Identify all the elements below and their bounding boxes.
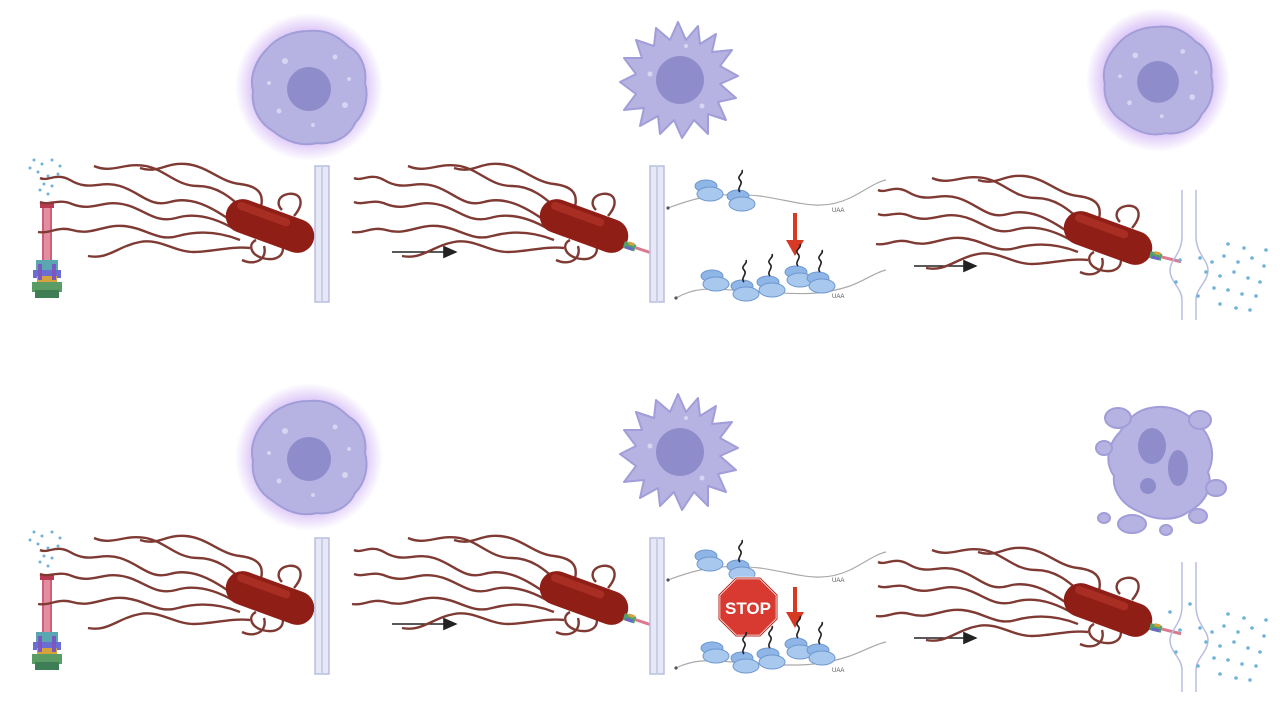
injectisome-icon — [32, 574, 62, 670]
bacterium — [350, 534, 635, 636]
bacterium — [350, 162, 635, 264]
host-membrane — [314, 165, 330, 303]
ribosome — [694, 179, 724, 202]
stop-sign-label: STOP — [725, 599, 771, 618]
stop-codon-label: UAA — [832, 668, 844, 674]
stop-sign-icon: STOP — [717, 576, 779, 638]
released-particles — [1174, 242, 1268, 312]
mrna-translation-bottom: UAA — [674, 615, 887, 674]
macrophage-cell — [1102, 25, 1214, 136]
row-2: UAA STOP UAA — [28, 383, 1268, 692]
stop-codon-label: UAA — [832, 294, 844, 300]
dendritic-cell — [619, 393, 739, 511]
injectisome-icon — [32, 202, 62, 298]
row-1: UAA UAA — [28, 8, 1268, 320]
bacterium — [36, 534, 321, 636]
red-down-arrow — [786, 213, 804, 256]
mrna-translation-top: UAA — [666, 169, 887, 214]
dendritic-cell — [619, 21, 739, 139]
red-down-arrow — [786, 587, 804, 628]
stop-codon-label: UAA — [832, 208, 844, 214]
host-membrane — [649, 165, 665, 303]
host-membrane — [314, 537, 330, 675]
macrophage-cell — [250, 399, 368, 516]
membrane-pore — [1169, 562, 1209, 692]
membrane-pore — [1169, 190, 1209, 320]
needle-complex-icon — [1149, 250, 1183, 266]
ribosome — [726, 189, 756, 212]
secretion-particles — [28, 530, 62, 568]
bacterium — [874, 174, 1159, 276]
host-membrane — [649, 537, 665, 675]
bacterium — [36, 162, 321, 264]
secretion-particles — [28, 158, 62, 196]
bacterium — [874, 546, 1159, 648]
stop-codon-label: UAA — [832, 578, 844, 584]
apoptotic-cell — [1095, 406, 1227, 536]
mrna-translation-bottom: UAA — [674, 243, 887, 302]
macrophage-cell — [250, 29, 368, 146]
mrna-translation-top: UAA — [666, 539, 887, 584]
released-particles — [1168, 602, 1268, 682]
